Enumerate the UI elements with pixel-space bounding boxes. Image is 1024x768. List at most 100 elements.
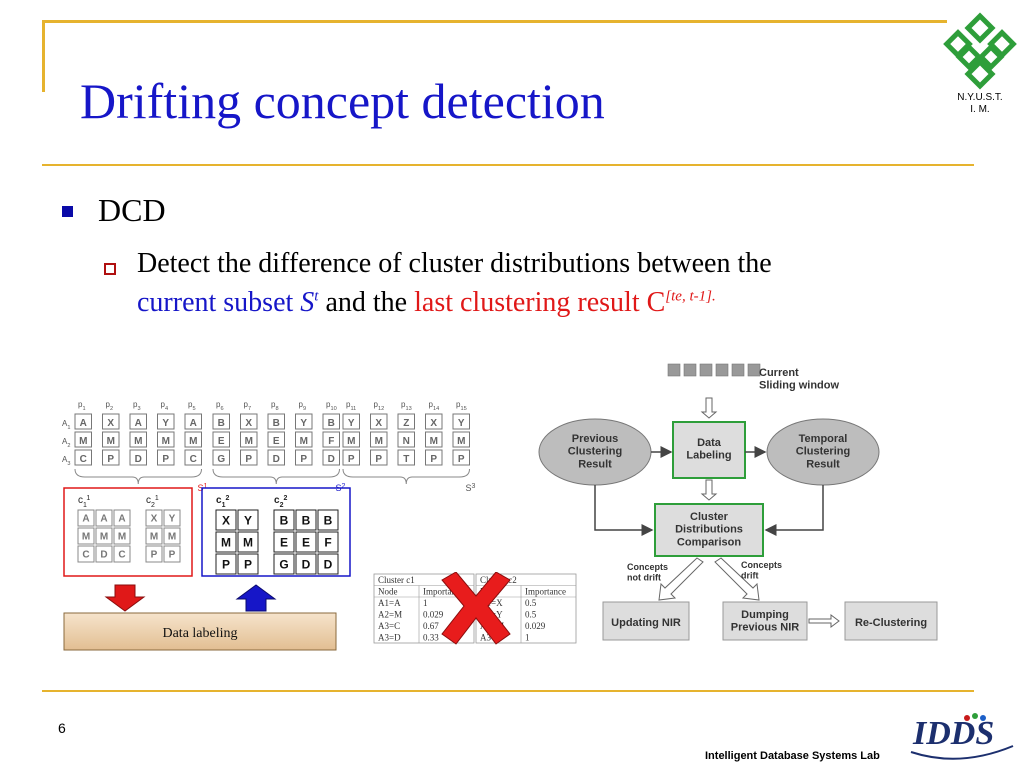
sub-bullet-square-icon: [104, 263, 116, 275]
dumping-to-recluster-arrow-icon: [808, 614, 840, 628]
blue-cluster-cell-value: M: [243, 535, 253, 549]
grid-cell: [342, 449, 360, 466]
grid-cell-value: M: [79, 436, 87, 447]
grid-cell: [157, 413, 175, 430]
t1-col-node: Node: [378, 587, 398, 597]
group-label-s3: S3: [466, 483, 476, 494]
t1-col-importance: Importance: [423, 587, 464, 597]
data-labeling-text: Data labeling: [162, 626, 237, 641]
grid-cell-value: X: [107, 418, 114, 429]
grid-cell-value: Y: [348, 418, 355, 429]
subset-sup: t: [314, 288, 319, 305]
subset-symbol: S: [300, 287, 315, 318]
p-label-p10: p10: [326, 400, 337, 412]
blue-cluster-cell: [273, 509, 295, 531]
t1-importance: 0.67: [423, 621, 439, 631]
grid-cell-value: M: [245, 436, 253, 447]
grid-cell: [452, 413, 470, 430]
grid-cell: [267, 413, 285, 430]
grid-cell-value: P: [245, 454, 252, 465]
left-rule: [42, 20, 45, 92]
p-label-p14: p14: [429, 400, 440, 412]
red-cluster-cell-value: D: [100, 550, 107, 561]
grid-cell-value: G: [217, 454, 225, 465]
red-cluster-label-2: c21: [146, 495, 159, 509]
grid-cell: [452, 449, 470, 466]
blue-cluster-cell-value: F: [324, 535, 331, 549]
red-cluster-cell: [95, 545, 113, 563]
red-cluster-cell-value: M: [100, 532, 108, 543]
grid-cell-value: M: [107, 436, 115, 447]
grid-cell-value: D: [135, 454, 142, 465]
blue-cluster-cell: [317, 553, 339, 575]
grid-cell: [157, 431, 175, 448]
red-cluster-cell-value: M: [118, 532, 126, 543]
title-underline: [42, 164, 974, 166]
t1-importance: 0.029: [423, 610, 444, 620]
grid-cell-value: P: [348, 454, 355, 465]
row-label-a1: A1: [62, 419, 70, 431]
grid-cell-value: P: [300, 454, 307, 465]
red-cluster-cell-value: A: [100, 514, 107, 525]
svg-text:IDDS: IDDS: [912, 715, 994, 752]
grid-cell: [295, 449, 313, 466]
window-square-icon: [731, 363, 745, 377]
group-label-s1: S1: [198, 483, 208, 494]
red-cluster-cell: [145, 527, 163, 545]
grid-cell-value: X: [375, 418, 382, 429]
blue-cluster-cell-value: Y: [244, 513, 252, 527]
top-rule: [42, 20, 947, 23]
p-label-p4: p4: [161, 400, 169, 412]
grid-cell-value: M: [189, 436, 197, 447]
blue-cluster-cell-value: E: [280, 535, 288, 549]
grid-cell-value: M: [162, 436, 170, 447]
drift-arrow-icon: [714, 557, 760, 601]
red-cluster-cell: [163, 527, 181, 545]
row-label-a2: A2: [62, 437, 70, 449]
t1-importance: 1: [423, 598, 428, 608]
grid-cell: [425, 431, 443, 448]
grid-cell: [240, 413, 258, 430]
red-cluster-cell-value: Y: [169, 514, 176, 525]
data-labeling-box: [63, 612, 337, 651]
blue-cluster-cell: [215, 531, 237, 553]
blue-cluster-cell-value: X: [222, 513, 230, 527]
grid-cell-value: C: [80, 454, 87, 465]
bottom-rule: [42, 690, 974, 692]
grid-cell: [397, 449, 415, 466]
t2-importance: 0.5: [525, 598, 537, 608]
labeling-down-arrow-icon: [700, 479, 718, 501]
grid-cell-value: A: [190, 418, 197, 429]
red-cluster-cell-value: A: [82, 514, 89, 525]
grid-cell: [129, 449, 147, 466]
sub-bullet-line2: current subset St and the last clusterin…: [137, 287, 716, 319]
blue-cluster-label-2: c22: [274, 495, 287, 509]
blue-cluster-cell: [295, 531, 317, 553]
t1-importance: 0.33: [423, 633, 439, 643]
grid-cell: [102, 449, 120, 466]
red-cluster-cell: [77, 545, 95, 563]
t2-importance: 0.5: [525, 610, 537, 620]
grid-cell: [370, 413, 388, 430]
grid-cell-value: Z: [403, 418, 409, 429]
last-result-text: last clustering result C: [414, 287, 666, 318]
red-cluster-cell: [113, 509, 131, 527]
left-figure: A1A2A3p1AMCp2XMPp3AMDp4YMPp5AMCS1p6BEGp7…: [62, 400, 476, 651]
p-label-p3: p3: [133, 400, 141, 412]
red-cluster-label-1: c11: [78, 495, 90, 509]
t1-node: A2=M: [378, 610, 402, 620]
red-cluster-cell-value: M: [150, 532, 158, 543]
data-labeling-node: [672, 421, 746, 479]
red-cluster-cell-value: P: [151, 550, 158, 561]
blue-cluster-cell: [317, 531, 339, 553]
window-down-arrow-icon: [700, 397, 718, 419]
grid-cell: [74, 449, 92, 466]
grid-cell: [397, 413, 415, 430]
